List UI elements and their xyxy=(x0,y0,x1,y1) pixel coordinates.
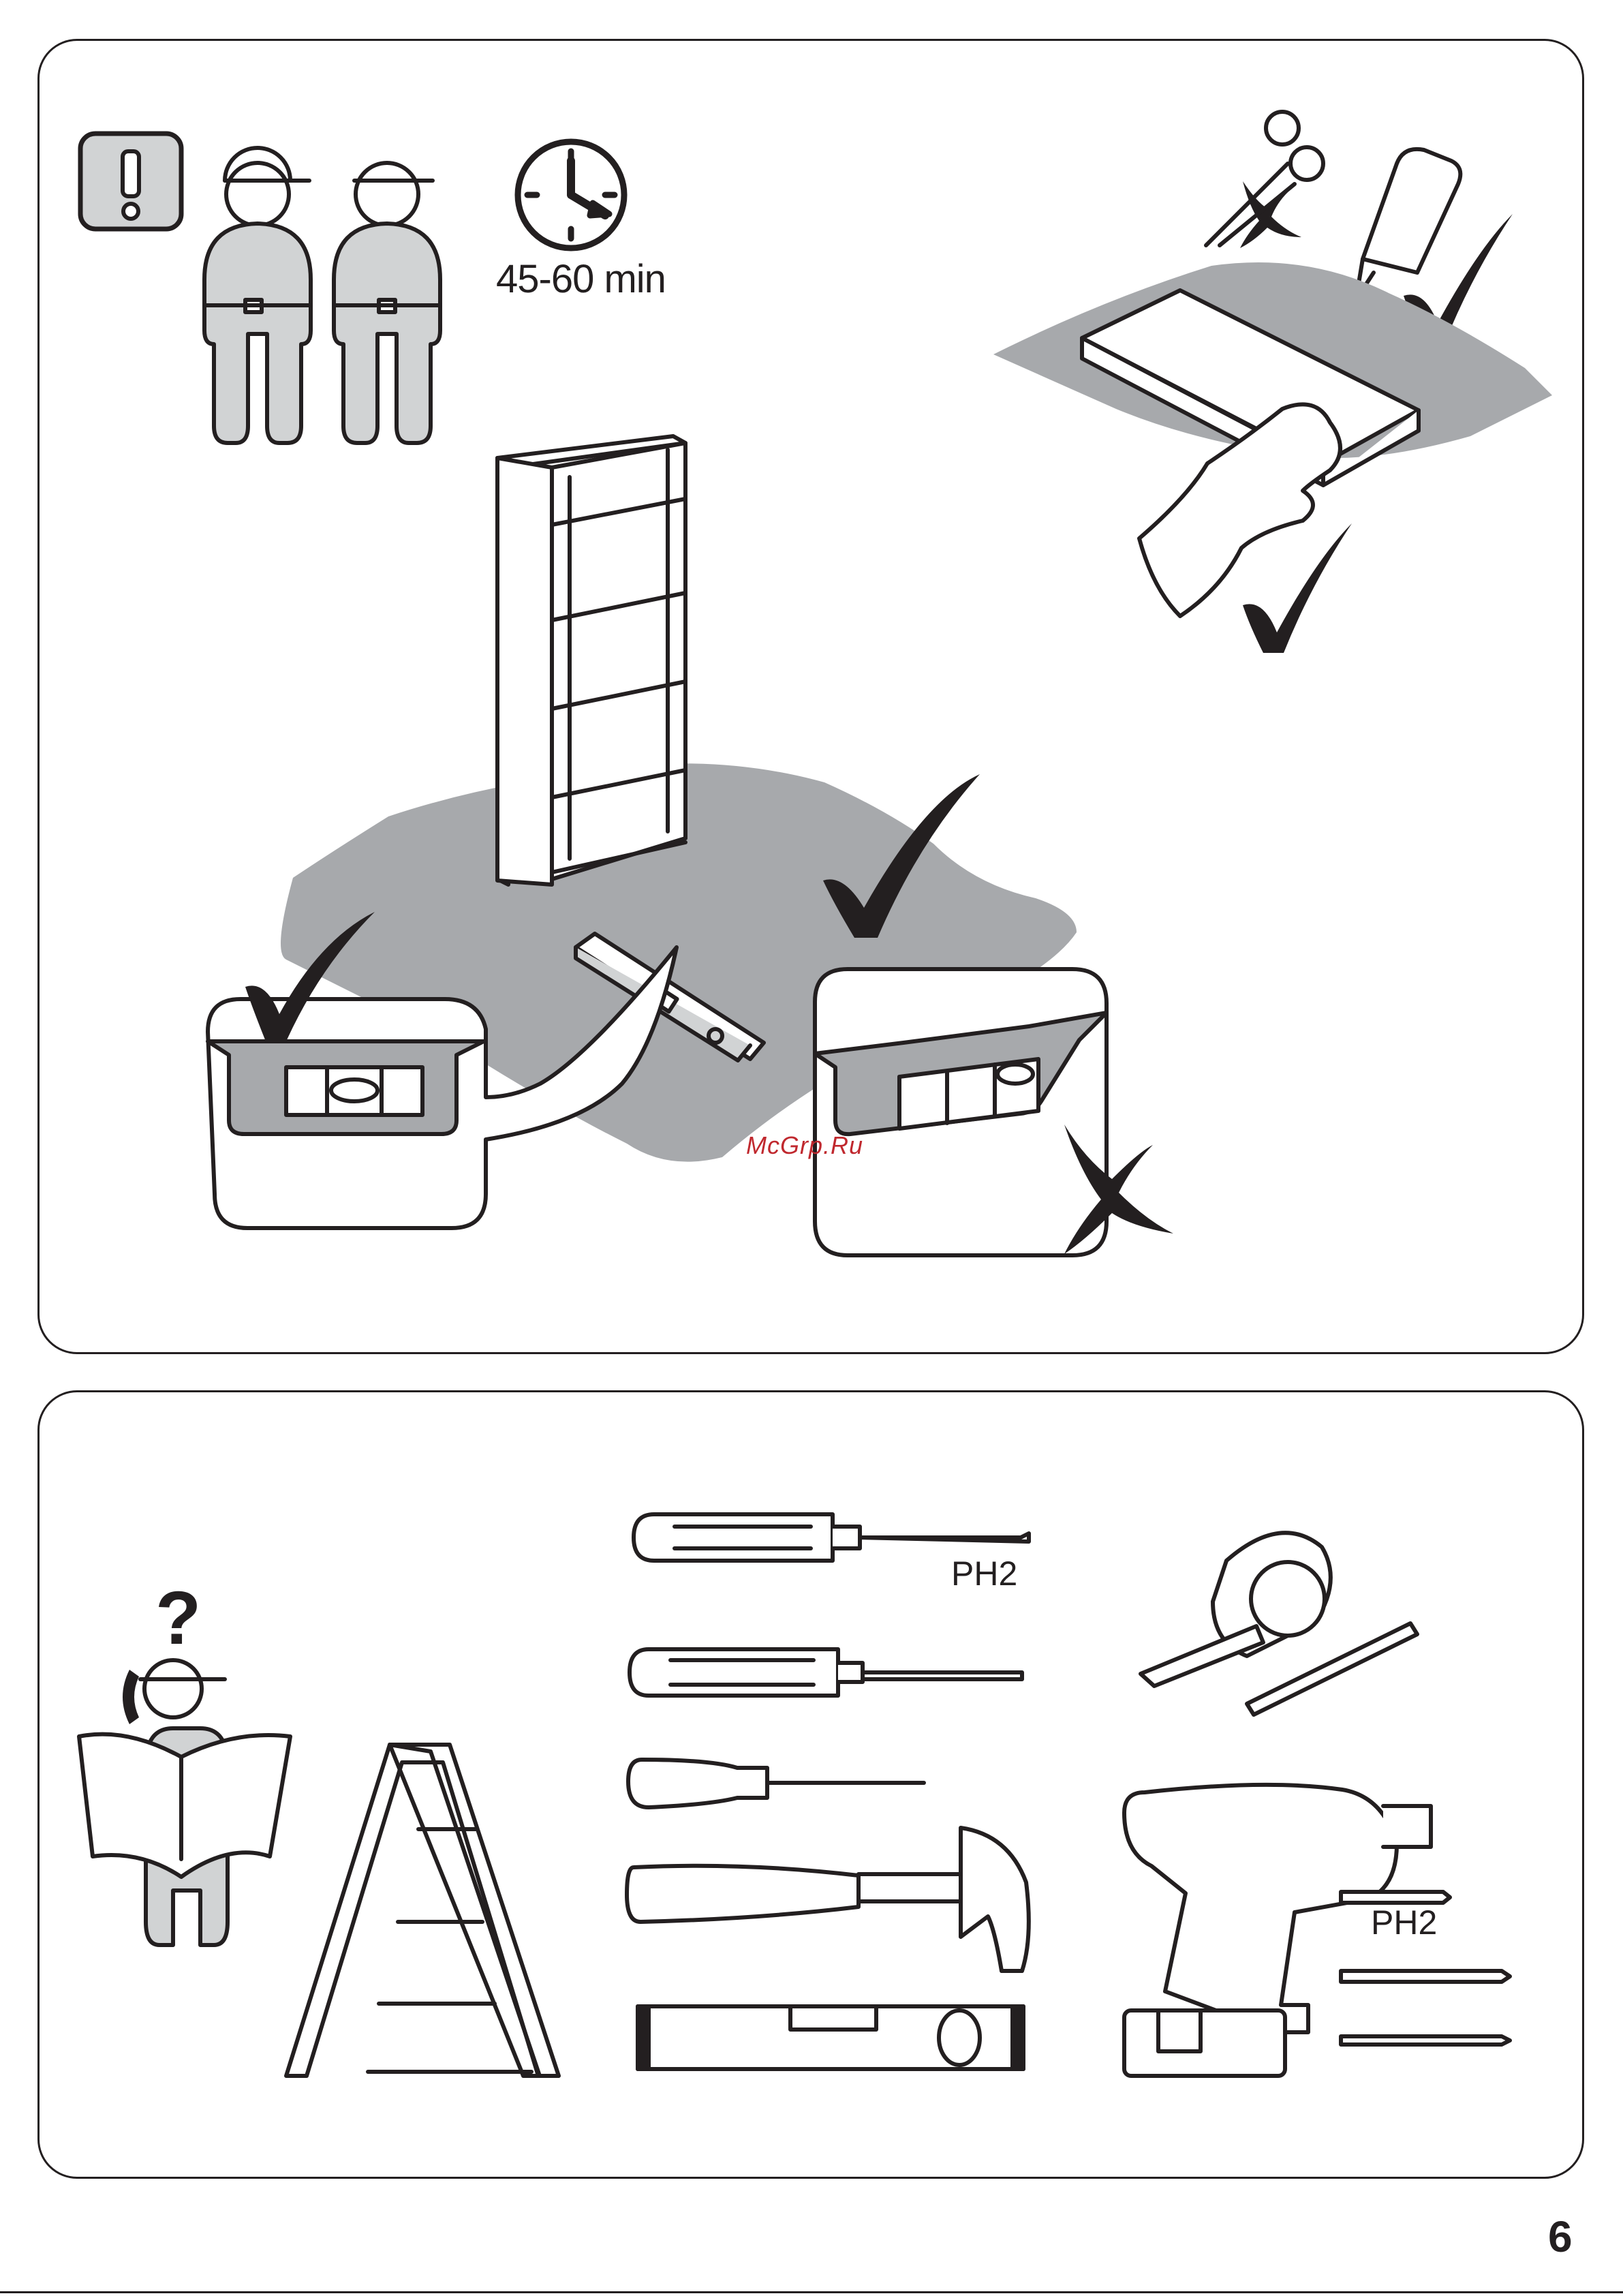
level-bad-callout xyxy=(815,969,1107,1255)
watermark: McGrp.Ru xyxy=(746,1131,863,1160)
page-number: 6 xyxy=(1548,2211,1573,2262)
utility-knife-icon xyxy=(1356,149,1460,300)
worker-icon xyxy=(204,148,311,443)
clock-icon xyxy=(518,142,624,248)
assembly-time-label: 45-60 min xyxy=(496,256,666,302)
spirit-level-icon xyxy=(638,2006,1023,2069)
bookcase xyxy=(497,436,685,885)
drill-bit-label: PH2 xyxy=(1371,1903,1437,1942)
screwdriver-flat-icon xyxy=(630,1649,1022,1696)
tape-measure-icon xyxy=(1141,1533,1331,1686)
hammer-icon xyxy=(627,1828,1029,1971)
phone-icon xyxy=(123,1670,139,1724)
question-mark-icon: ? xyxy=(155,1576,201,1660)
screwdriver-bit-label: PH2 xyxy=(951,1554,1017,1593)
awl-icon xyxy=(628,1760,924,1807)
footer-divider xyxy=(0,2291,1623,2293)
warning-icon xyxy=(80,134,181,229)
ladder-icon xyxy=(286,1745,559,2076)
worker-icon xyxy=(334,163,440,443)
help-reader-icon xyxy=(79,1660,290,1945)
